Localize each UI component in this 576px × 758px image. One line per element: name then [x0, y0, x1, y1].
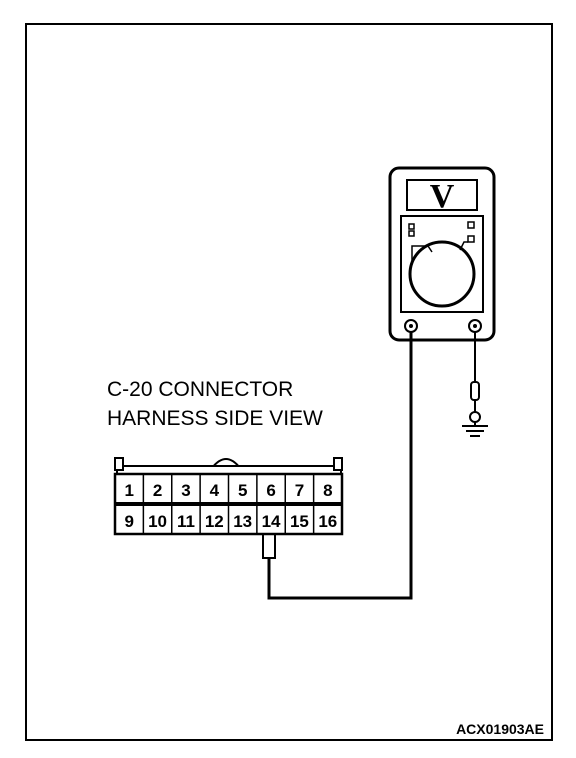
connector-pin-label: 2 [153, 481, 162, 500]
connector-pin-label: 16 [318, 512, 337, 531]
ground-lead-clip [470, 381, 480, 401]
connector-right-post [333, 457, 343, 471]
connector-pin-label: 9 [124, 512, 133, 531]
connector-pin-label: 14 [262, 512, 281, 531]
connector-pin-label: 13 [233, 512, 252, 531]
ground-lead-ring [469, 411, 481, 423]
multimeter-display [406, 179, 478, 211]
range-arc-right [459, 241, 468, 251]
connector-pin-label: 12 [205, 512, 224, 531]
range-mark-left-bottom [408, 230, 415, 237]
connector-pin-label: 10 [148, 512, 167, 531]
connector-pin-label: 1 [124, 481, 133, 500]
multimeter-volt-jack-center [473, 324, 477, 328]
connector-pin-label: 4 [210, 481, 220, 500]
connector-title-line2: HARNESS SIDE VIEW [107, 407, 323, 430]
connector-pin-label: 15 [290, 512, 309, 531]
connector-pin-label: 3 [181, 481, 190, 500]
figure-frame [25, 23, 553, 741]
figure-code: ACX01903AE [456, 721, 544, 737]
range-arc-left [411, 245, 433, 262]
probe-wire [267, 332, 413, 600]
connector-pin-label: 6 [266, 481, 275, 500]
range-mark-right-bottom [467, 235, 475, 243]
range-mark-right-top [467, 221, 475, 229]
multimeter-com-jack-center [409, 324, 413, 328]
range-mark-left-top [408, 223, 415, 230]
connector-title-line1: C-20 CONNECTOR [107, 378, 293, 401]
ground-lead [462, 332, 488, 437]
connector-left-post [114, 457, 124, 471]
connector-pin-label: 5 [238, 481, 247, 500]
multimeter-display-unit: V [430, 178, 455, 215]
multimeter-selector-dial[interactable] [408, 240, 476, 308]
ground-icon [462, 425, 488, 437]
connector-pin-label: 8 [323, 481, 332, 500]
connector-pin-label: 7 [295, 481, 304, 500]
connector-pin-label: 11 [177, 512, 195, 531]
multimeter: V [388, 166, 496, 342]
